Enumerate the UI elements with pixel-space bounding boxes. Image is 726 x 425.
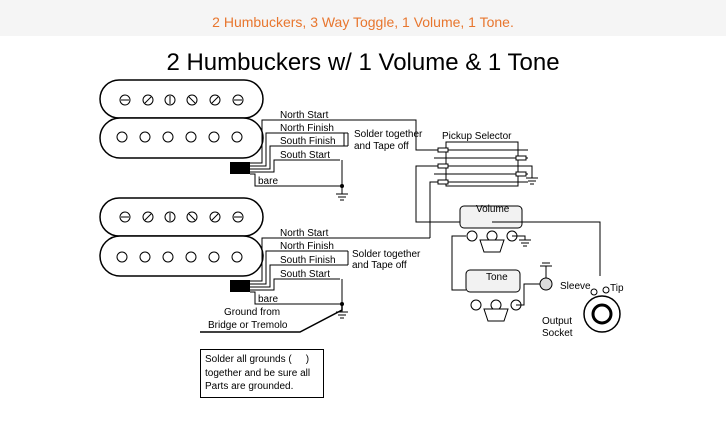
bridge-north-start-label: North Start — [280, 228, 329, 239]
bridge-south-finish-label: South Finish — [280, 255, 336, 266]
bridge-solder-note-line2: and Tape off — [352, 260, 407, 271]
neck-south-finish-label: South Finish — [280, 136, 336, 147]
grounding-note-line2: together and be sure all — [205, 368, 311, 379]
bridge-pickup-wires — [250, 237, 430, 305]
bridge-pickup-cable — [230, 280, 250, 292]
neck-south-start-label: South Start — [280, 150, 330, 161]
output-tip-lug — [602, 286, 610, 294]
sleeve-label: Sleeve — [560, 281, 591, 292]
ground-symbol — [336, 186, 348, 201]
bridge-pickup-pole-slugs — [116, 251, 243, 263]
pickup-selector: Pickup Selector — [360, 119, 538, 238]
tone-pot: Tone — [451, 235, 553, 322]
grounding-note-line3: Parts are grounded. — [205, 381, 294, 392]
output-jack: Sleeve Tip Output Socket — [542, 281, 624, 339]
neck-solder-note-line1: Solder together — [354, 129, 423, 140]
output-label-line1: Output — [542, 316, 572, 327]
neck-bare-label: bare — [258, 176, 278, 187]
neck-pickup-pole-screws — [119, 94, 244, 106]
bridge-bare-label: bare — [258, 294, 278, 305]
bridge-pickup: North Start North Finish South Finish So… — [99, 197, 430, 319]
output-label-line2: Socket — [542, 328, 573, 339]
output-sleeve-lug — [590, 288, 598, 296]
tone-label: Tone — [486, 272, 508, 283]
tone-pot-lugs — [470, 299, 522, 322]
neck-pickup-coil-bottom — [99, 117, 264, 159]
output-jack-inner — [591, 303, 613, 325]
ground-label-line2: Bridge or Tremolo — [208, 320, 288, 331]
diagram-title: 2 Humbuckers w/ 1 Volume & 1 Tone — [166, 49, 560, 76]
tip-label: Tip — [610, 283, 624, 294]
neck-pickup-pole-slugs — [116, 131, 243, 143]
bridge-ground-lead: Ground from Bridge or Tremolo — [200, 304, 343, 333]
header-bar: 2 Humbuckers, 3 Way Toggle, 1 Volume, 1 … — [0, 0, 726, 36]
grounding-note-line1-start: Solder all grounds ( — [205, 354, 292, 365]
bridge-solder-note-line1: Solder together — [352, 249, 421, 260]
tone-capacitor — [539, 277, 553, 291]
selector-body — [445, 141, 519, 187]
bridge-north-finish-label: North Finish — [280, 241, 334, 252]
neck-north-finish-label: North Finish — [280, 123, 334, 134]
volume-pot: Volume — [459, 204, 601, 276]
bridge-pickup-coil-bottom — [99, 235, 264, 277]
grounding-note-line1-end: ) — [305, 354, 310, 365]
bridge-pickup-pole-screws — [119, 211, 244, 223]
ground-label-line1: Ground from — [224, 307, 280, 318]
neck-pickup-cable — [230, 162, 250, 174]
bridge-south-start-label: South Start — [280, 269, 330, 280]
tone-pot-body — [465, 269, 521, 293]
volume-label: Volume — [476, 204, 510, 215]
grounding-note: Solder all grounds () together and be su… — [200, 349, 324, 398]
selector-contacts — [434, 147, 528, 185]
pickup-selector-label: Pickup Selector — [442, 131, 512, 142]
neck-solder-note-line2: and Tape off — [354, 141, 409, 152]
header-text: 2 Humbuckers, 3 Way Toggle, 1 Volume, 1 … — [212, 14, 514, 30]
volume-pot-lugs — [466, 230, 518, 253]
neck-north-start-label: North Start — [280, 110, 329, 121]
neck-pickup-wires — [250, 119, 360, 187]
neck-pickup: North Start North Finish South Finish So… — [99, 79, 423, 201]
